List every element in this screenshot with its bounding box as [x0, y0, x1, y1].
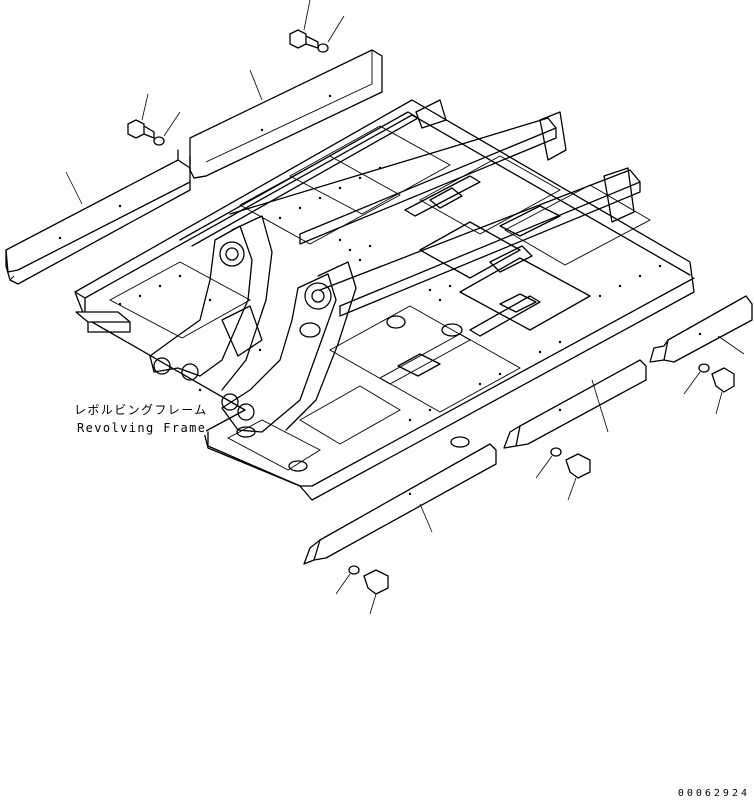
right-rear-cover	[649, 295, 753, 363]
left-rear-cover	[5, 149, 191, 285]
revolving-frame	[74, 99, 695, 501]
bolt-top-left	[289, 0, 319, 49]
bolt-mid-left	[127, 93, 155, 139]
bolt-front	[363, 569, 389, 615]
washer-top-left	[317, 15, 345, 53]
washer-mid-left	[153, 111, 181, 146]
left-front-cover	[189, 49, 383, 179]
washer-right-rear	[683, 363, 710, 395]
right-front-cover	[303, 443, 497, 565]
revolving-frame-label-jp: レボルビングフレーム	[74, 403, 208, 417]
right-middle-cover	[503, 359, 647, 449]
revolving-frame-label-en: Revolving Frame	[77, 421, 207, 435]
washer-right-middle	[535, 447, 562, 479]
frame-bolt-holes	[118, 166, 662, 422]
bolt-right-rear	[711, 367, 735, 415]
washer-front	[335, 565, 360, 595]
drawing-number: 00062924	[677, 788, 750, 799]
bolt-right-middle	[565, 453, 591, 501]
